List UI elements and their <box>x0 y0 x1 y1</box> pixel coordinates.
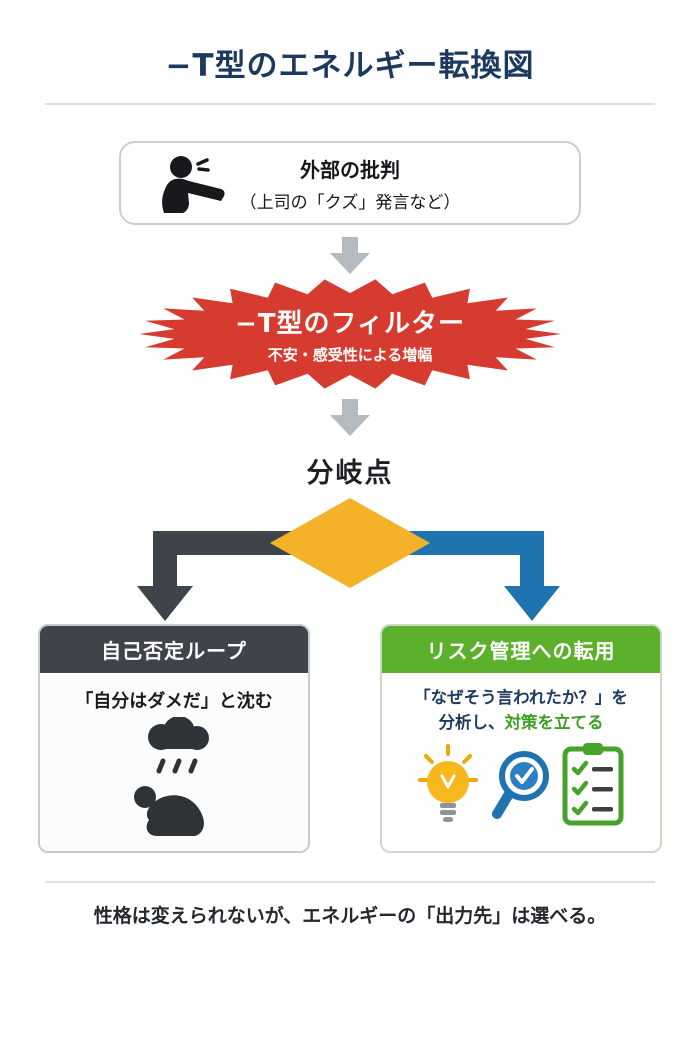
branch-point-label: 分岐点 <box>306 458 394 489</box>
magnifier-check-icon <box>492 751 549 819</box>
self-denial-box: 自己否定ループ 「自分はダメだ」と沈む <box>38 624 310 853</box>
decision-diamond <box>270 498 430 588</box>
filter-title: −T型のフィルター <box>234 309 465 339</box>
lightbulb-icon <box>418 744 478 822</box>
filter-burst-text: −T型のフィルター 不安・感受性による増幅 <box>135 277 565 391</box>
criticism-title: 外部の批判 <box>300 157 400 182</box>
external-criticism-box: 外部の批判 （上司の「クズ」発言など） <box>119 141 581 225</box>
top-divider <box>45 103 655 105</box>
down-arrow-icon <box>330 237 370 274</box>
filter-subtitle: 不安・感受性による増幅 <box>267 346 433 364</box>
risk-management-box: リスク管理への転用 「なぜそう言われたか？」を 分析し、対策を立てる <box>380 624 662 853</box>
risk-text-line2-dark: 分析し、 <box>438 713 505 732</box>
down-arrow-icon <box>330 399 370 436</box>
risk-management-body: 「なぜそう言われたか？」を 分析し、対策を立てる <box>382 673 660 851</box>
risk-management-header: リスク管理への転用 <box>382 626 660 673</box>
checklist-icon <box>562 743 624 826</box>
pointing-person-icon <box>162 156 225 213</box>
page-title: −T型のエネルギー転換図 <box>165 48 535 84</box>
filter-burst-shape <box>139 279 561 389</box>
criticism-subtitle: （上司の「クズ」発言など） <box>239 192 461 213</box>
self-denial-body: 「自分はダメだ」と沈む <box>40 673 308 851</box>
filter-burst: −T型のフィルター 不安・感受性による増幅 <box>135 277 565 391</box>
branch-diagram <box>137 498 560 621</box>
criticism-text: 外部の批判 （上司の「クズ」発言など） <box>121 154 579 213</box>
footer-note: 性格は変えられないが、エネルギーの「出力先」は選べる。 <box>93 905 607 927</box>
risk-text-line2-green: 対策を立てる <box>504 713 604 732</box>
risk-management-text: 「なぜそう言われたか？」を 分析し、対策を立てる <box>382 673 660 735</box>
risk-icons-row <box>382 741 660 827</box>
self-denial-text: 「自分はダメだ」と沈む <box>75 691 273 712</box>
risk-text-line1: 「なぜそう言われたか？」を <box>414 688 628 707</box>
bottom-divider <box>45 881 655 883</box>
self-denial-header: 自己否定ループ <box>40 626 308 673</box>
result-boxes: 自己否定ループ 「自分はダメだ」と沈む <box>0 624 700 853</box>
rain-cloud-kneeling-person-icon <box>134 717 209 836</box>
